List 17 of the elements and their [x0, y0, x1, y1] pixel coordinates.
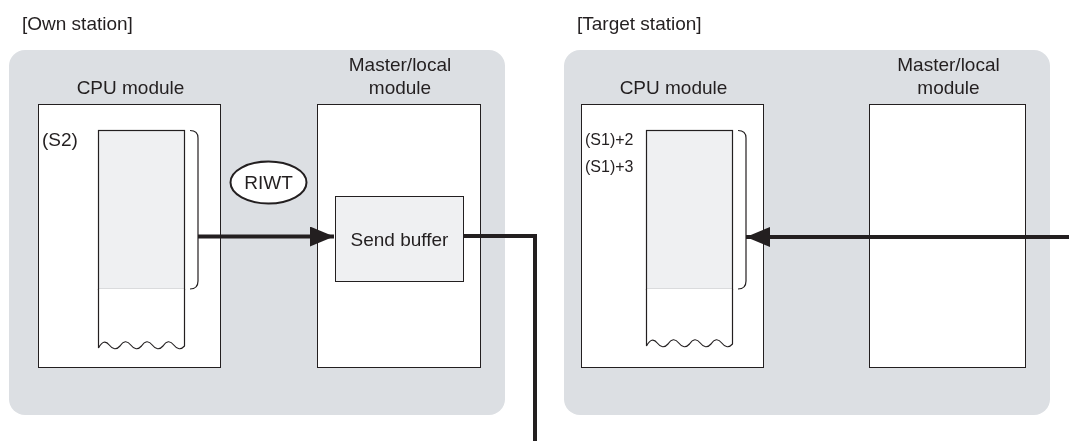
module-heading: Master/local module — [896, 53, 1001, 99]
arrow — [198, 226, 334, 247]
buffer-label: Send buffer — [350, 227, 449, 251]
module-heading: CPU module — [618, 76, 729, 99]
module-heading: Master/local module — [347, 53, 453, 99]
device-label: (S1)+3 — [585, 157, 634, 177]
station-heading: [Target station] — [577, 12, 702, 35]
buffer-box — [335, 196, 464, 282]
device-memory-block — [646, 130, 747, 350]
station-heading: [Own station] — [22, 12, 133, 35]
instruction-name: RIWT — [244, 171, 293, 194]
device-label: (S2) — [42, 128, 78, 152]
instruction-ellipse — [229, 160, 308, 205]
module-heading: CPU module — [75, 76, 186, 99]
device-label: (S1)+2 — [585, 130, 634, 150]
arrow — [746, 227, 1069, 247]
device-memory-block — [98, 130, 199, 352]
